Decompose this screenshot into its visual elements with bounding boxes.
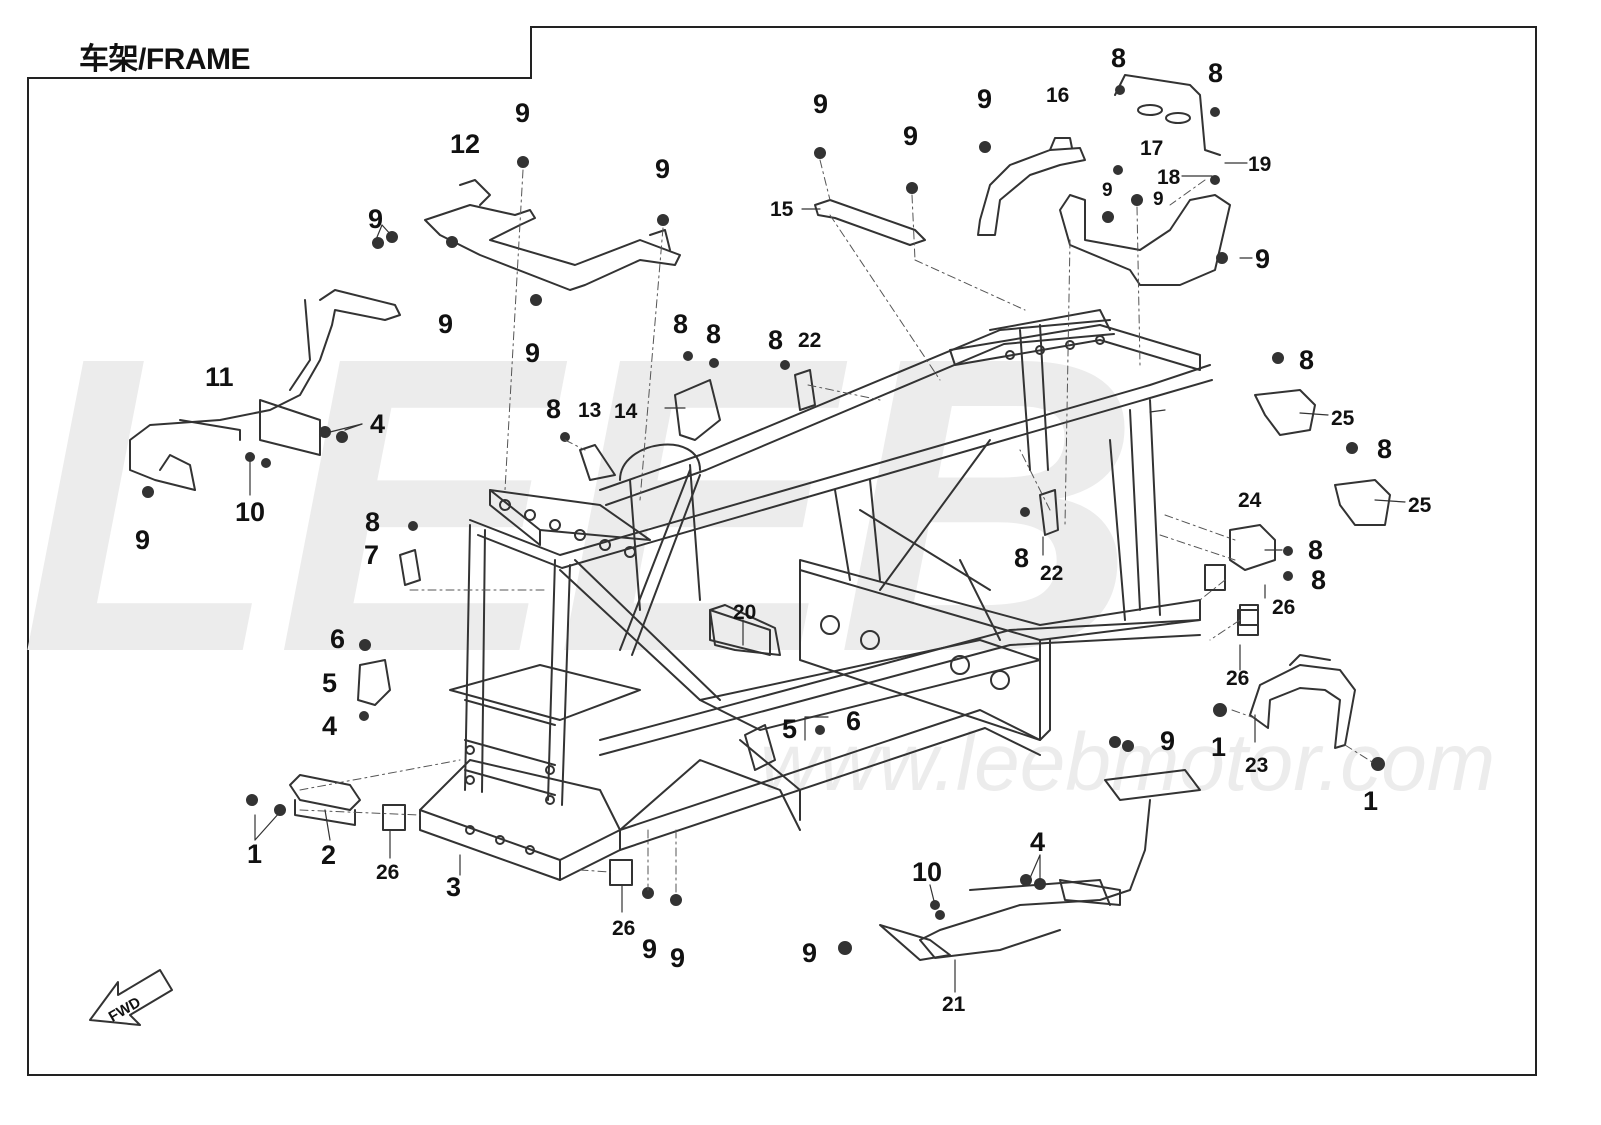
url-watermark-text: www.leebmotor.com [760,717,1495,808]
callout-14: 14 [614,400,638,423]
callout-4: 4 [370,409,385,439]
callout-10: 10 [235,497,265,527]
callout-10: 10 [912,857,942,887]
callout-9: 9 [135,525,150,555]
callout-26: 26 [376,861,399,884]
callout-23: 23 [1245,754,1268,777]
callout-25: 25 [1408,494,1432,517]
callout-8: 8 [1014,543,1029,573]
callout-8: 8 [1308,535,1323,565]
callout-9: 9 [1160,726,1175,756]
callout-8: 8 [1111,43,1126,73]
callout-1: 1 [247,839,262,869]
left-footrest-bar [129,289,401,491]
callout-12: 12 [450,129,480,159]
flat-bar-plate [814,199,926,246]
callout-8: 8 [1311,565,1326,595]
fwd-label: FWD [106,994,144,1026]
callout-8: 8 [546,394,561,424]
callout-22: 22 [798,329,821,352]
diagram-border [27,26,1537,1076]
callout-9: 9 [1153,189,1164,210]
callout-8: 8 [706,319,721,349]
callout-6: 6 [330,624,345,654]
callout-8: 8 [768,325,783,355]
callout-20: 20 [733,601,756,624]
callout-6: 6 [846,706,861,736]
callout-16: 16 [1046,84,1069,107]
callout-19: 19 [1248,153,1271,176]
callout-9: 9 [903,121,918,151]
callout-21: 21 [942,993,966,1016]
callout-3: 3 [446,872,461,902]
callout-9: 9 [802,938,817,968]
callout-2: 2 [321,840,336,870]
callout-24: 24 [1238,489,1262,512]
front-bumper-bracket [289,774,361,826]
callout-8: 8 [673,309,688,339]
alignment-lines [299,159,1373,896]
right-footrest-bar [879,769,1201,961]
front-upper-bracket [424,179,681,291]
callout-11: 11 [205,362,234,392]
callout-9: 9 [525,338,540,368]
title-box: 车架/FRAME [27,26,532,79]
page-title: 车架/FRAME [79,43,251,76]
callout-4: 4 [1030,827,1045,857]
small-brackets [357,369,1391,771]
callout-17: 17 [1140,137,1163,160]
callout-26: 26 [612,917,635,940]
callout-8: 8 [1208,58,1223,88]
callout-25: 25 [1331,407,1355,430]
callout-4: 4 [322,711,337,741]
rear-rack-bracket [977,74,1231,286]
callout-1: 1 [1363,786,1378,816]
rear-bumper-loop [1249,654,1356,749]
callout-9: 9 [1102,180,1113,201]
callout-8: 8 [1299,345,1314,375]
callout-15: 15 [770,198,794,221]
callout-18: 18 [1157,166,1181,189]
fasteners [142,85,1385,955]
callout-9: 9 [655,154,670,184]
callout-9: 9 [642,934,657,964]
main-frame [419,309,1213,881]
callout-5: 5 [782,714,797,744]
callout-9: 9 [670,943,685,973]
callout-9: 9 [515,98,530,128]
callout-9: 9 [438,309,453,339]
leader-lines [249,162,1406,993]
fwd-arrow [89,969,173,1026]
callout-8: 8 [365,507,380,537]
callout-26: 26 [1272,596,1295,619]
callout-9: 9 [368,204,383,234]
callout-9: 9 [977,84,992,114]
callout-13: 13 [578,399,601,422]
callout-5: 5 [322,668,337,698]
callout-7: 7 [364,540,379,570]
callout-22: 22 [1040,562,1063,585]
callout-9: 9 [1255,244,1270,274]
callout-26: 26 [1226,667,1249,690]
rubber-mounts [382,564,1259,886]
callout-1: 1 [1211,732,1226,762]
callout-8: 8 [1377,434,1392,464]
callout-9: 9 [813,89,828,119]
